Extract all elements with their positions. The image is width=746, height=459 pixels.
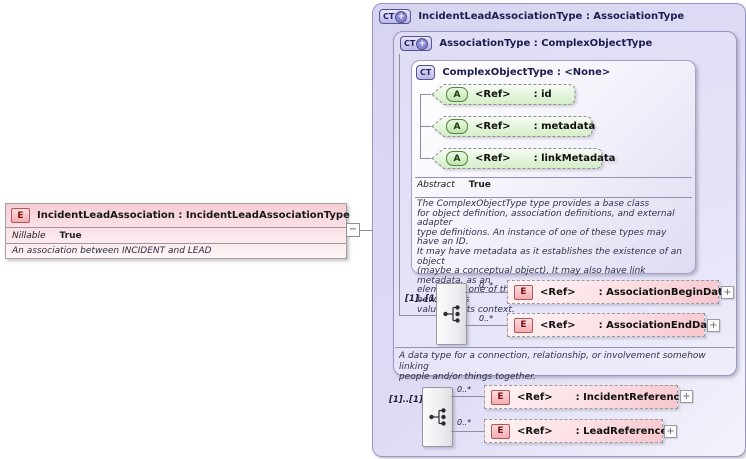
attribute-name: : metadata [533,121,596,132]
derived-plus-icon: + [395,10,408,23]
type-box-title: AssociationType : ComplexObjectType [439,38,653,49]
element-name: : IncidentReference [575,391,687,403]
attribute-name: : id [533,89,552,100]
element-ref: <Ref> [540,319,576,331]
element-title-row: E IncidentLeadAssociation : IncidentLead… [6,204,350,227]
sequence-compositor[interactable] [436,283,467,345]
element-name: : AssociationBeginDate [598,286,730,298]
attribute-ref: <Ref> [475,89,511,100]
cardinality-label: [1]..[1] [405,294,439,304]
occurs-label: 0..* [457,385,472,394]
complex-type-icon: CT+ [379,9,412,24]
complex-type-icon: CT+ [400,36,433,51]
divider [395,347,735,348]
element-lead-reference[interactable]: E <Ref> : LeadReference [484,419,667,443]
connector-line [345,230,381,231]
type-box-title: ComplexObjectType : <None> [442,67,611,78]
attribute-ref: <Ref> [475,121,511,132]
derived-plus-icon: + [416,37,429,50]
attribute-icon: A [446,119,468,134]
complex-type-icon: CT [416,65,436,80]
element-name: : AssociationEndDate [598,319,719,331]
cardinality-label: [1]..[1] [389,395,423,405]
sequence-compositor[interactable] [422,387,453,447]
element-icon: E [491,389,510,405]
connector-line [399,54,400,315]
element-ref: <Ref> [517,391,553,403]
occurs-label: 0..* [479,314,494,323]
type-description: A data type for a connection, relationsh… [399,351,706,382]
connector-line [451,396,484,397]
element-association-begin-date[interactable]: E <Ref> : AssociationBeginDate [507,280,730,304]
connector-line [420,158,431,159]
type-properties-row: Abstract True [417,180,491,190]
element-icon: E [11,208,30,223]
attribute-ref: <Ref> [475,153,511,164]
attribute-link-metadata[interactable]: A <Ref> : linkMetadata [431,147,615,170]
element-icon: E [514,317,533,333]
divider [415,197,692,198]
attribute-id[interactable]: A <Ref> : id [431,83,576,106]
attribute-metadata[interactable]: A <Ref> : metadata [431,115,596,138]
element-ref: <Ref> [517,425,553,437]
expand-button[interactable]: + [721,286,734,299]
attribute-icon: A [446,151,468,166]
property-value: True [468,180,491,190]
attribute-name: : linkMetadata [533,153,616,164]
property-value: True [59,230,82,241]
connector-line [465,325,507,326]
type-box-title: IncidentLeadAssociationType : Associatio… [418,11,685,22]
connector-line [420,94,431,95]
element-title: IncidentLeadAssociation : IncidentLeadAs… [37,210,350,221]
expand-button[interactable]: + [664,425,677,438]
type-box-complex-object-type[interactable]: CT ComplexObjectType : <None> A <Ref> [411,60,696,314]
connector-line [420,126,431,127]
connector-line [451,431,484,432]
type-box-association-type[interactable]: CT+ AssociationType : ComplexObjectType … [393,31,737,382]
occurs-label: 0..* [457,418,472,427]
element-icon: E [514,284,533,300]
element-name: : LeadReference [575,425,668,437]
collapse-button[interactable]: − [346,223,360,237]
element-incident-reference[interactable]: E <Ref> : IncidentReference [484,385,686,409]
property-name: Nillable [12,230,46,241]
attribute-icon: A [446,87,468,102]
property-name: Abstract [417,180,455,190]
expand-button[interactable]: + [707,319,720,332]
element-ref: <Ref> [540,286,576,298]
sequence-icon [443,305,460,323]
element-description: An association between INCIDENT and LEAD [6,243,346,258]
element-icon: E [491,423,510,439]
element-properties-row: Nillable True [6,227,346,243]
connector-line [465,292,507,293]
connector-line [399,315,436,316]
occurs-label: 0..* [479,281,494,290]
divider [415,177,692,178]
element-association-end-date[interactable]: E <Ref> : AssociationEndDate [507,313,719,337]
type-box-incident-lead-association-type[interactable]: CT+ IncidentLeadAssociationType : Associ… [372,3,746,457]
expand-button[interactable]: + [680,390,693,403]
sequence-icon [429,408,446,426]
element-incident-lead-association[interactable]: E IncidentLeadAssociation : IncidentLead… [5,203,350,259]
